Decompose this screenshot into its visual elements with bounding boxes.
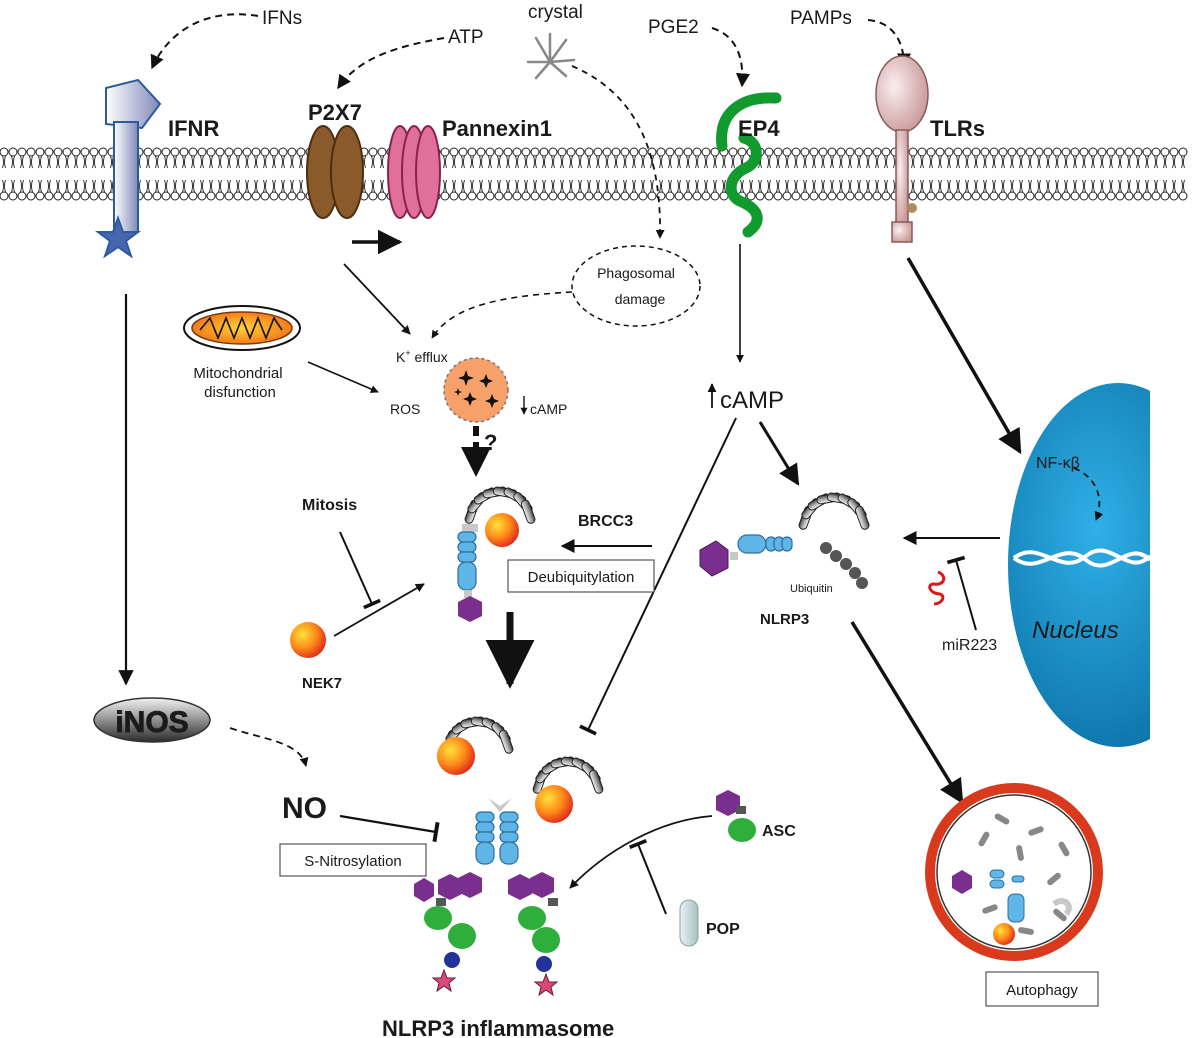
pop-label: POP <box>706 921 740 938</box>
phagosomal-damage-ellipse <box>571 245 701 327</box>
mitochondrial-label-line1: Mitochondrial <box>193 365 282 382</box>
nacht-domain <box>457 531 477 591</box>
camp-up-label: cAMP <box>720 387 784 414</box>
star-cluster-icon <box>454 370 499 408</box>
camp-to-nlrp3-arrow <box>758 421 800 486</box>
nek7-ball <box>290 622 326 658</box>
nek7-to-nlrp3-arrow <box>333 583 425 637</box>
nucleus-label: Nucleus <box>1032 617 1119 644</box>
ep4-receptor <box>716 92 782 238</box>
nacht-domain <box>737 534 793 554</box>
ifnr-receptor <box>95 78 162 259</box>
ubiquitin-chain <box>820 542 868 589</box>
pannexin1-channel <box>387 125 441 219</box>
inos-to-no-arrow <box>229 727 309 767</box>
nacht-domain-left <box>475 811 495 865</box>
camp-down-label: cAMP <box>530 401 567 417</box>
pge2-arrow <box>711 27 750 88</box>
pamps-label: PAMPs <box>790 8 852 29</box>
lrr-domain <box>798 492 870 530</box>
nek7-label: NEK7 <box>302 675 342 692</box>
caspase1-star-icons <box>431 968 559 997</box>
no-inhibits-inflammasome <box>339 814 440 843</box>
inflammasome-complex <box>414 716 604 997</box>
asc-card-domains <box>424 906 560 953</box>
p2x7-to-kefflux-arrow <box>343 263 411 335</box>
lrr-domain-right <box>532 756 604 794</box>
brcc3-label: BRCC3 <box>578 513 633 530</box>
pop-protein <box>679 899 699 947</box>
mitochondrial-label-line2: disfunction <box>204 384 276 401</box>
atp-arrow <box>337 37 445 90</box>
tlr-receptor <box>875 55 929 243</box>
no-label: NO <box>282 792 327 825</box>
p2x7-label: P2X7 <box>308 100 362 125</box>
nacht-domain-right <box>499 811 519 865</box>
nucleus <box>1008 370 1192 770</box>
caspase1-domains <box>444 952 552 972</box>
nfkb-to-dna-arrow <box>1073 467 1104 521</box>
lrr-domain <box>464 486 536 524</box>
ifns-label: IFNs <box>262 8 302 29</box>
crystal-label: crystal <box>528 2 583 23</box>
deubiquitylation-box <box>507 559 655 593</box>
mito-to-ros-arrow <box>307 361 379 393</box>
ros-label: ROS <box>390 401 420 417</box>
crystal-icon <box>526 32 576 80</box>
camp-inhibits-inflammasome <box>579 417 737 736</box>
autophagy-box <box>985 971 1099 1007</box>
activation-signal-blob <box>443 357 509 423</box>
pge2-label: PGE2 <box>648 17 699 38</box>
tlr-to-nucleus-arrow <box>906 257 1022 455</box>
mir223-rna-icon <box>928 570 946 606</box>
ep4-label: EP4 <box>738 116 780 141</box>
pyd-domains <box>414 872 554 902</box>
crystal-arrow <box>571 65 665 239</box>
mitosis-inhibits-nek7 <box>339 531 381 610</box>
ifns-arrow <box>150 13 259 70</box>
nek7-ball-right <box>535 785 573 823</box>
p2x7-channel <box>306 125 364 219</box>
s-nitrosylation-label: S-Nitrosylation <box>304 853 402 870</box>
pannexin1-label: Pannexin1 <box>442 116 552 141</box>
diagram-title: NLRP3 inflammasome <box>382 1016 614 1038</box>
nlrp3-label: NLRP3 <box>760 611 809 628</box>
ifnr-label: IFNR <box>168 116 219 141</box>
k-efflux-label: K+ efflux <box>396 348 448 365</box>
tlrs-label: TLRs <box>930 116 985 141</box>
autophagy-label: Autophagy <box>1006 982 1078 999</box>
s-nitrosylation-box <box>279 843 427 877</box>
nfkb-label: NF-κβ <box>1036 455 1080 472</box>
phagosomal-label-line1: Phagosomal <box>597 265 675 281</box>
mir223-label: miR223 <box>942 637 997 654</box>
autophagosome <box>925 783 1103 961</box>
mir223-inhibits-arrow <box>946 555 977 631</box>
asc-protein <box>716 790 756 842</box>
ubiquitin-label: Ubiquitin <box>790 583 833 595</box>
inos-label: iNOS <box>115 706 188 739</box>
question-mark: ? <box>484 430 497 455</box>
cell-membrane <box>0 147 1188 201</box>
nlrp3-inactive-protein <box>699 492 870 589</box>
nek7-ball-left <box>437 737 475 775</box>
nlrp3-to-autophagy-arrow <box>850 621 964 805</box>
dna-helix-icon <box>1012 548 1152 568</box>
nlrp3-deubiquitylated-protein <box>457 486 536 622</box>
pop-inhibits-asc <box>628 838 667 915</box>
nek7-bound-ball <box>485 513 519 547</box>
phagosomal-to-kefflux-arrow <box>431 291 573 339</box>
mitochondria-icon <box>183 305 301 351</box>
asc-label: ASC <box>762 823 796 840</box>
phagosomal-label-line2: damage <box>615 291 666 307</box>
atp-label: ATP <box>448 27 484 48</box>
mitosis-label: Mitosis <box>302 497 357 514</box>
pamps-arrow <box>867 19 911 68</box>
deubiquitylation-label: Deubiquitylation <box>528 569 635 586</box>
inos-pill <box>93 697 211 743</box>
